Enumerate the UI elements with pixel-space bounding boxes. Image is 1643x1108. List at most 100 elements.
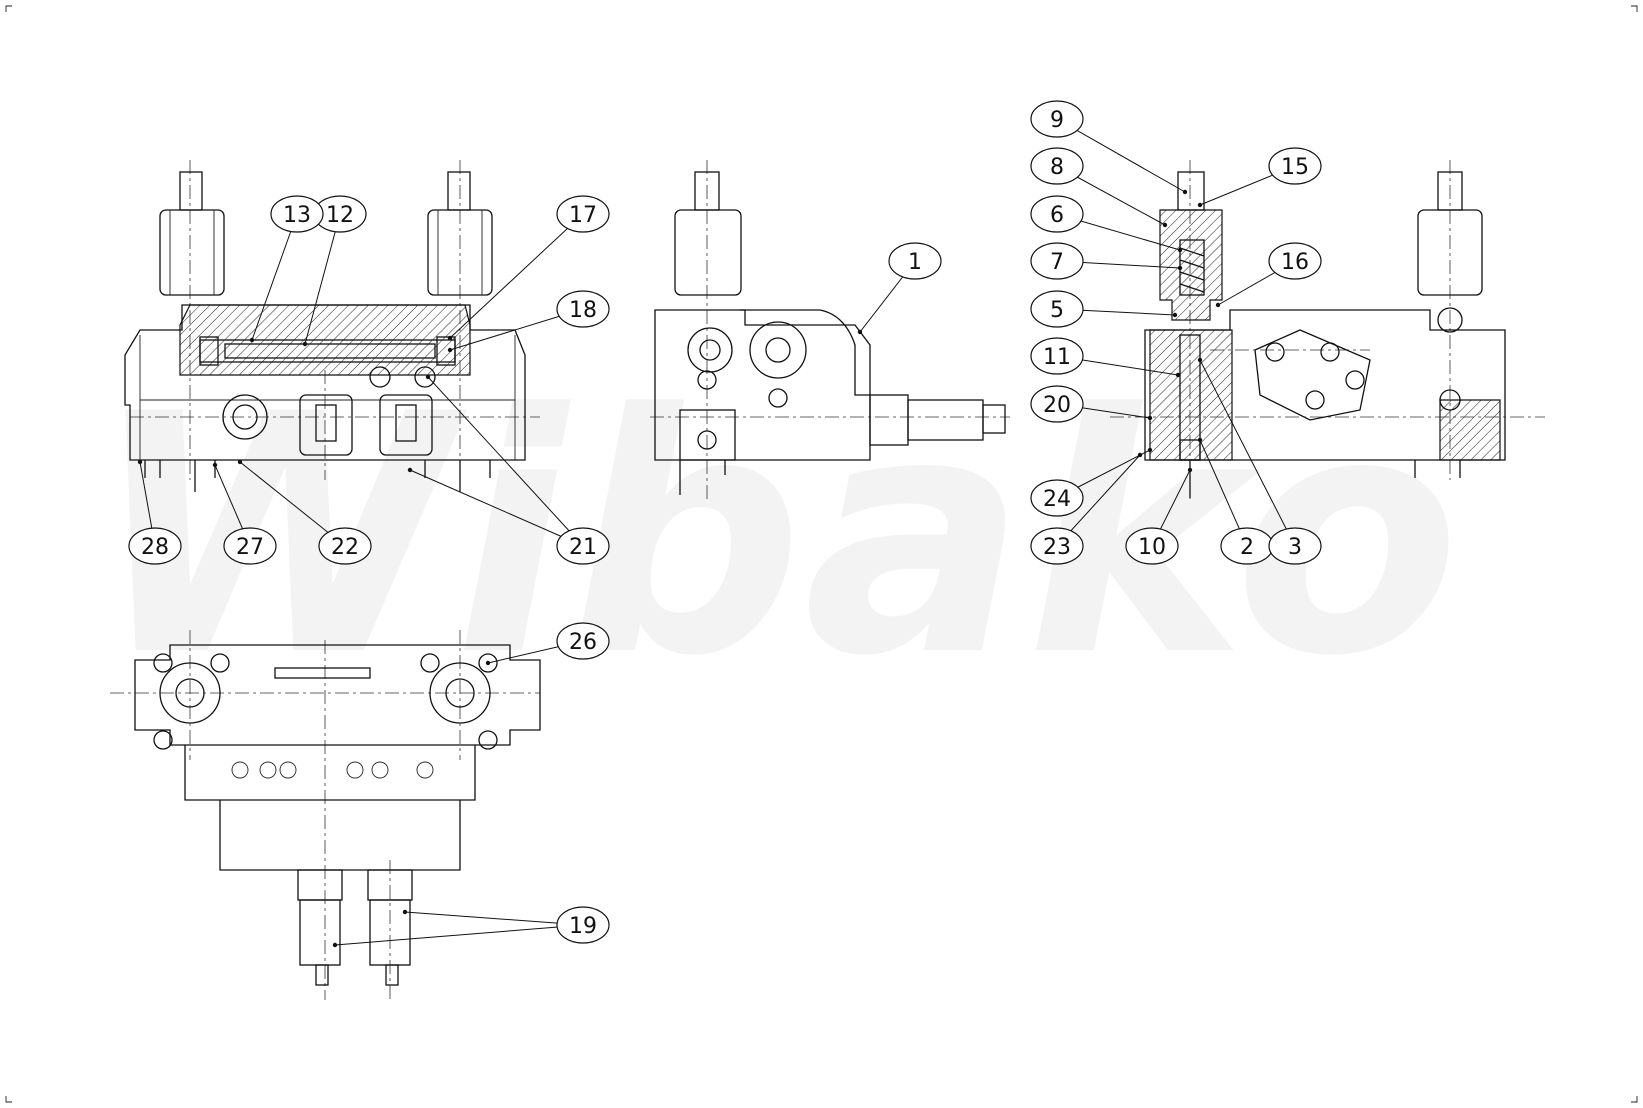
- leader-dot-17: [447, 335, 453, 341]
- callout-number: 10: [1138, 535, 1166, 560]
- callout-number: 22: [331, 535, 359, 560]
- callout-bubble: [1030, 242, 1084, 280]
- callout-18: 18: [556, 290, 610, 328]
- leader-line-21: [409, 469, 584, 547]
- leader-dot-27: [212, 462, 218, 468]
- callout-28: 28: [128, 527, 182, 565]
- callout-number: 2: [1240, 535, 1254, 560]
- callout-number: 19: [569, 914, 597, 939]
- leader-dot-5: [1172, 312, 1178, 318]
- callout-22: 22: [318, 527, 372, 565]
- callout-8: 8: [1030, 147, 1084, 185]
- callout-bubble: [223, 527, 277, 565]
- callout-bubble: [1268, 242, 1322, 280]
- callout-10: 10: [1125, 527, 1179, 565]
- callout-number: 15: [1281, 155, 1309, 180]
- leader-dot-10: [1187, 467, 1193, 473]
- callout-19: 19: [556, 906, 610, 944]
- callout-5: 5: [1030, 290, 1084, 328]
- callout-1: 1: [888, 242, 942, 280]
- leader-dot-16: [1215, 302, 1221, 308]
- leader-line-12: [304, 213, 341, 345]
- callout-bubble: [318, 527, 372, 565]
- callout-number: 21: [569, 535, 597, 560]
- leader-dot-26: [485, 660, 491, 666]
- leader-dot-21: [425, 374, 431, 380]
- front-section-view: [124, 160, 540, 492]
- callout-2: 2: [1220, 527, 1274, 565]
- callout-bubble: [1030, 479, 1084, 517]
- leader-dot-12: [302, 341, 308, 347]
- leader-line-19: [404, 911, 584, 926]
- leader-dot-19: [332, 942, 338, 948]
- callout-number: 9: [1050, 108, 1064, 133]
- callout-bubble: [1030, 195, 1084, 233]
- side-view: [650, 160, 1010, 500]
- leader-dot-11: [1175, 372, 1181, 378]
- callout-bubble: [270, 195, 324, 233]
- callout-number: 16: [1281, 250, 1309, 275]
- callout-7: 7: [1030, 242, 1084, 280]
- callout-number: 6: [1050, 203, 1064, 228]
- callout-20: 20: [1030, 385, 1084, 423]
- callout-bubble: [1030, 337, 1084, 375]
- callout-bubble: [1030, 385, 1084, 423]
- leader-dot-6: [1177, 247, 1183, 253]
- callout-9: 9: [1030, 100, 1084, 138]
- leader-dot-7: [1177, 265, 1183, 271]
- leader-line-13: [251, 213, 298, 341]
- callout-21: 21: [556, 527, 610, 565]
- callout-bubble: [1030, 290, 1084, 328]
- leader-dot-15: [1197, 202, 1203, 208]
- callout-number: 27: [236, 535, 264, 560]
- callout-number: 23: [1043, 535, 1071, 560]
- callout-number: 18: [569, 298, 597, 323]
- top-view: [110, 630, 541, 1000]
- callout-17: 17: [556, 195, 610, 233]
- callout-16: 16: [1268, 242, 1322, 280]
- leader-dot-2: [1197, 437, 1203, 443]
- callout-number: 8: [1050, 155, 1064, 180]
- callout-bubble: [1030, 100, 1084, 138]
- callout-bubble: [128, 527, 182, 565]
- callout-3: 3: [1268, 527, 1322, 565]
- callout-13: 13: [270, 195, 324, 233]
- leader-dot-22: [237, 459, 243, 465]
- leader-dot-8: [1162, 222, 1168, 228]
- callout-number: 3: [1288, 535, 1302, 560]
- callout-number: 24: [1043, 487, 1071, 512]
- callout-bubble: [1030, 527, 1084, 565]
- leader-dot-3: [1197, 357, 1203, 363]
- callout-24: 24: [1030, 479, 1084, 517]
- leader-dot-19: [402, 909, 408, 915]
- callout-number: 11: [1043, 345, 1071, 370]
- leader-line-3: [1199, 359, 1296, 547]
- leader-dot-24: [1147, 447, 1153, 453]
- sheet-corner-marks: [5, 5, 1638, 1103]
- callout-number: 1: [908, 250, 922, 275]
- callout-bubble: [556, 527, 610, 565]
- leader-lines: [137, 118, 1296, 948]
- leader-dot-9: [1182, 189, 1188, 195]
- callout-number: 28: [141, 535, 169, 560]
- callout-number: 17: [569, 203, 597, 228]
- callout-number: 5: [1050, 298, 1064, 323]
- callout-bubble: [556, 290, 610, 328]
- leader-line-19: [334, 924, 584, 946]
- callout-bubble: [888, 242, 942, 280]
- callout-26: 26: [556, 622, 610, 660]
- callout-23: 23: [1030, 527, 1084, 565]
- callout-bubble: [1268, 147, 1322, 185]
- callout-number: 13: [283, 203, 311, 228]
- callout-bubble: [1125, 527, 1179, 565]
- callout-bubble: [556, 622, 610, 660]
- callout-bubble: [1268, 527, 1322, 565]
- callout-bubble: [1030, 147, 1084, 185]
- leader-dot-1: [857, 329, 863, 335]
- callout-27: 27: [223, 527, 277, 565]
- leader-line-17: [449, 213, 584, 339]
- callout-number: 20: [1043, 393, 1071, 418]
- callout-6: 6: [1030, 195, 1084, 233]
- leader-dot-20: [1147, 415, 1153, 421]
